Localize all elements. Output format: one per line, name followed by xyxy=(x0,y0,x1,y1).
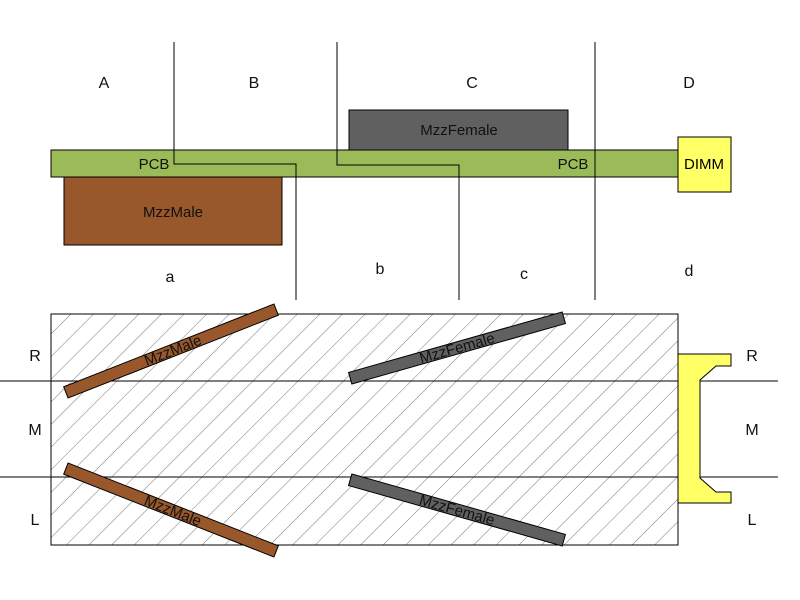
pcb-board xyxy=(50,149,679,178)
dimm-block xyxy=(677,136,732,193)
row-label-left-L: L xyxy=(31,512,40,529)
row-label-left-R: R xyxy=(29,348,41,365)
bottom-view: R M L R M L MzzMale MzzFemale MzzMale Mz… xyxy=(0,303,778,558)
zone-label-C: C xyxy=(466,75,478,92)
dimm-label: DIMM xyxy=(684,156,724,173)
zone-label-d: d xyxy=(685,263,694,280)
mzz-male-label: MzzMale xyxy=(143,204,203,221)
mzz-female-block xyxy=(348,109,569,151)
top-view: A B C D MzzFemale PCB PCB DIMM MzzMale a… xyxy=(50,42,732,300)
zone-divider-bc xyxy=(336,42,460,300)
pcb-label-left: PCB xyxy=(139,156,170,173)
zone-label-b: b xyxy=(376,261,385,278)
zone-label-c: c xyxy=(520,266,528,283)
zone-divider-ab xyxy=(173,42,297,300)
zone-label-D: D xyxy=(683,75,695,92)
row-label-right-R: R xyxy=(746,348,758,365)
mzz-male-block xyxy=(63,176,283,246)
row-label-right-L: L xyxy=(748,512,757,529)
row-label-right-M: M xyxy=(745,422,758,439)
row-label-left-M: M xyxy=(28,422,41,439)
mzz-female-label: MzzFemale xyxy=(420,122,498,139)
dimm-bracket xyxy=(677,353,732,504)
zone-label-B: B xyxy=(249,75,260,92)
zone-label-A: A xyxy=(99,75,110,92)
hatched-board-area xyxy=(50,313,679,546)
zone-label-a: a xyxy=(166,269,175,286)
pcb-label-right: PCB xyxy=(558,156,589,173)
